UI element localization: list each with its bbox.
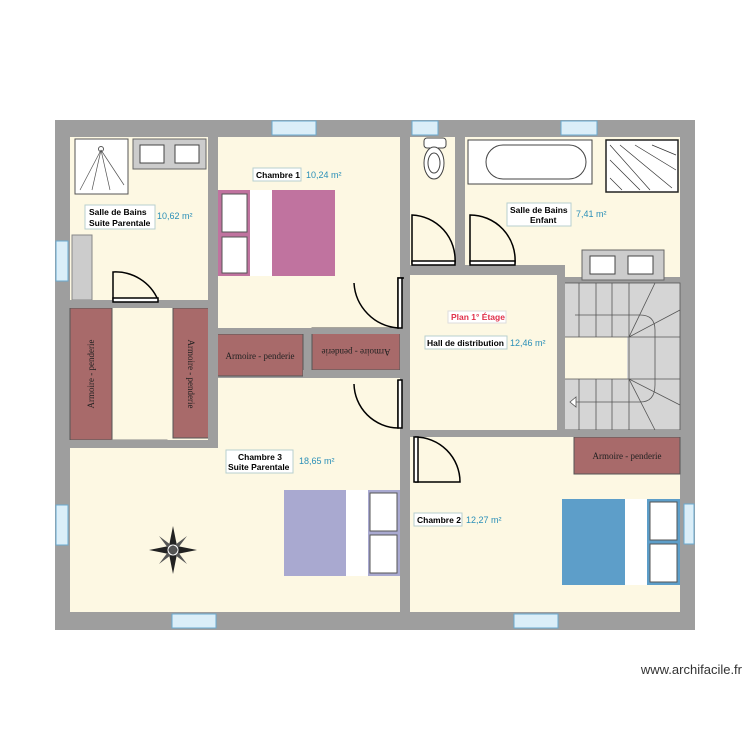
- watermark: www.archifacile.fr: [640, 662, 742, 677]
- room-label-chambre-2: Chambre 2 12,27 m²: [413, 512, 502, 527]
- cabinet: [71, 234, 93, 301]
- plan-title: Plan 1° Étage: [447, 310, 507, 324]
- bed-chambre-3: [284, 490, 400, 576]
- windows: [55, 120, 695, 629]
- wardrobe-label: Armoire - penderie: [186, 340, 196, 409]
- svg-text:Chambre 1: Chambre 1: [256, 170, 300, 180]
- wardrobe-label: Armoire - penderie: [86, 340, 96, 409]
- svg-text:Chambre 3: Chambre 3: [238, 452, 282, 462]
- wardrobe-label: Armoire - penderie: [226, 351, 295, 361]
- room-label-hall: Hall de distribution 12,46 m²: [424, 335, 546, 350]
- shower-enfant-icon: [605, 139, 679, 193]
- staircase: [557, 282, 681, 431]
- svg-text:7,41 m²: 7,41 m²: [576, 209, 607, 219]
- svg-text:Plan 1° Étage: Plan 1° Étage: [451, 312, 505, 322]
- svg-text:Suite Parentale: Suite Parentale: [89, 218, 151, 228]
- room-label-sdb-enfant: Salle de Bains Enfant 7,41 m²: [506, 202, 607, 227]
- bed-chambre-2: [562, 499, 680, 585]
- svg-text:18,65 m²: 18,65 m²: [299, 456, 335, 466]
- svg-text:Salle de Bains: Salle de Bains: [89, 207, 147, 217]
- svg-text:12,27 m²: 12,27 m²: [466, 515, 502, 525]
- svg-text:Salle de Bains: Salle de Bains: [510, 205, 568, 215]
- interior-walls: [55, 120, 695, 630]
- svg-text:Enfant: Enfant: [530, 215, 557, 225]
- wardrobe: [573, 436, 681, 475]
- bed-chambre-1: [218, 190, 335, 276]
- wardrobe: [215, 333, 304, 377]
- shower-icon: [74, 138, 129, 195]
- compass-rose-icon: [149, 526, 197, 574]
- wardrobe: [311, 327, 401, 371]
- bathtub-icon: [467, 139, 593, 185]
- room-label-chambre-3: Chambre 3 Suite Parentale 18,65 m²: [225, 449, 335, 474]
- room-label-chambre-1: Chambre 1 10,24 m²: [252, 167, 342, 182]
- svg-text:12,46 m²: 12,46 m²: [510, 338, 546, 348]
- room-label-sdb-parentale: Salle de Bains Suite Parentale 10,62 m²: [84, 204, 193, 230]
- toilet-icon: [423, 137, 447, 180]
- wardrobe-label: Armoire - penderie: [593, 451, 662, 461]
- doors[interactable]: [112, 214, 516, 483]
- svg-text:Hall de distribution: Hall de distribution: [427, 338, 504, 348]
- svg-text:10,24 m²: 10,24 m²: [306, 170, 342, 180]
- svg-text:10,62 m²: 10,62 m²: [157, 211, 193, 221]
- svg-text:Suite Parentale: Suite Parentale: [228, 462, 290, 472]
- svg-text:Chambre 2: Chambre 2: [417, 515, 461, 525]
- wardrobe-label: Armoire - penderie: [322, 347, 391, 357]
